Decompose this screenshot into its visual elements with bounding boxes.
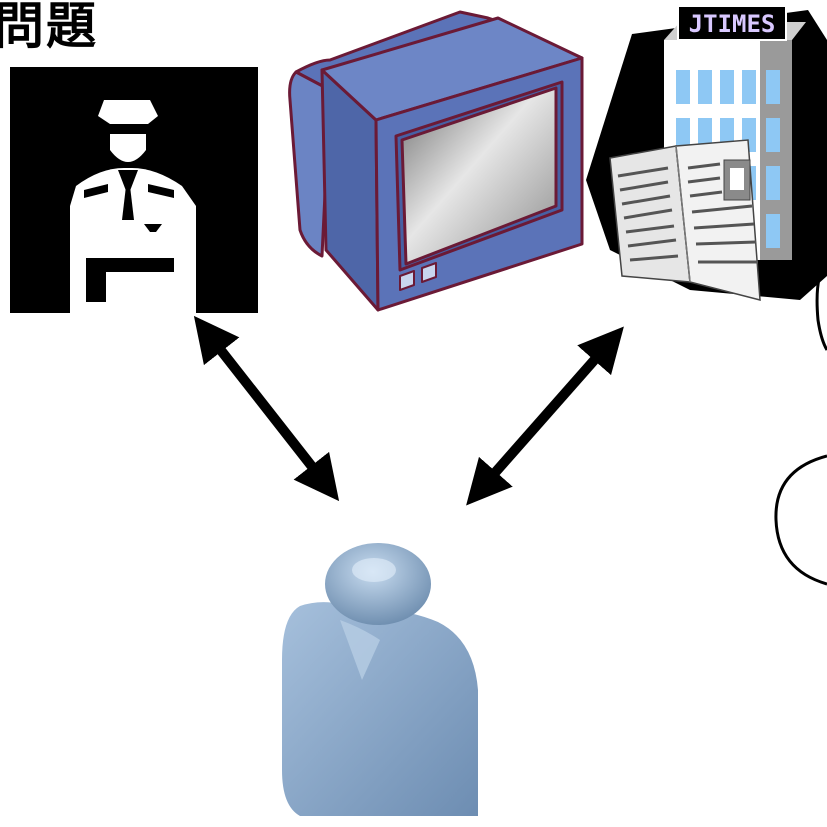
cropped-outline-shapes: [774, 260, 827, 586]
building-sign: JTIMES: [689, 10, 776, 38]
arrow-newspaper-person: [466, 326, 624, 506]
person-icon: [282, 543, 478, 816]
newspaper-building-icon: JTIMES: [586, 5, 827, 301]
television-icon: [288, 10, 584, 312]
police-officer-icon: [10, 67, 258, 313]
page-title: 問題: [0, 0, 98, 55]
arrow-police-person: [193, 315, 340, 502]
